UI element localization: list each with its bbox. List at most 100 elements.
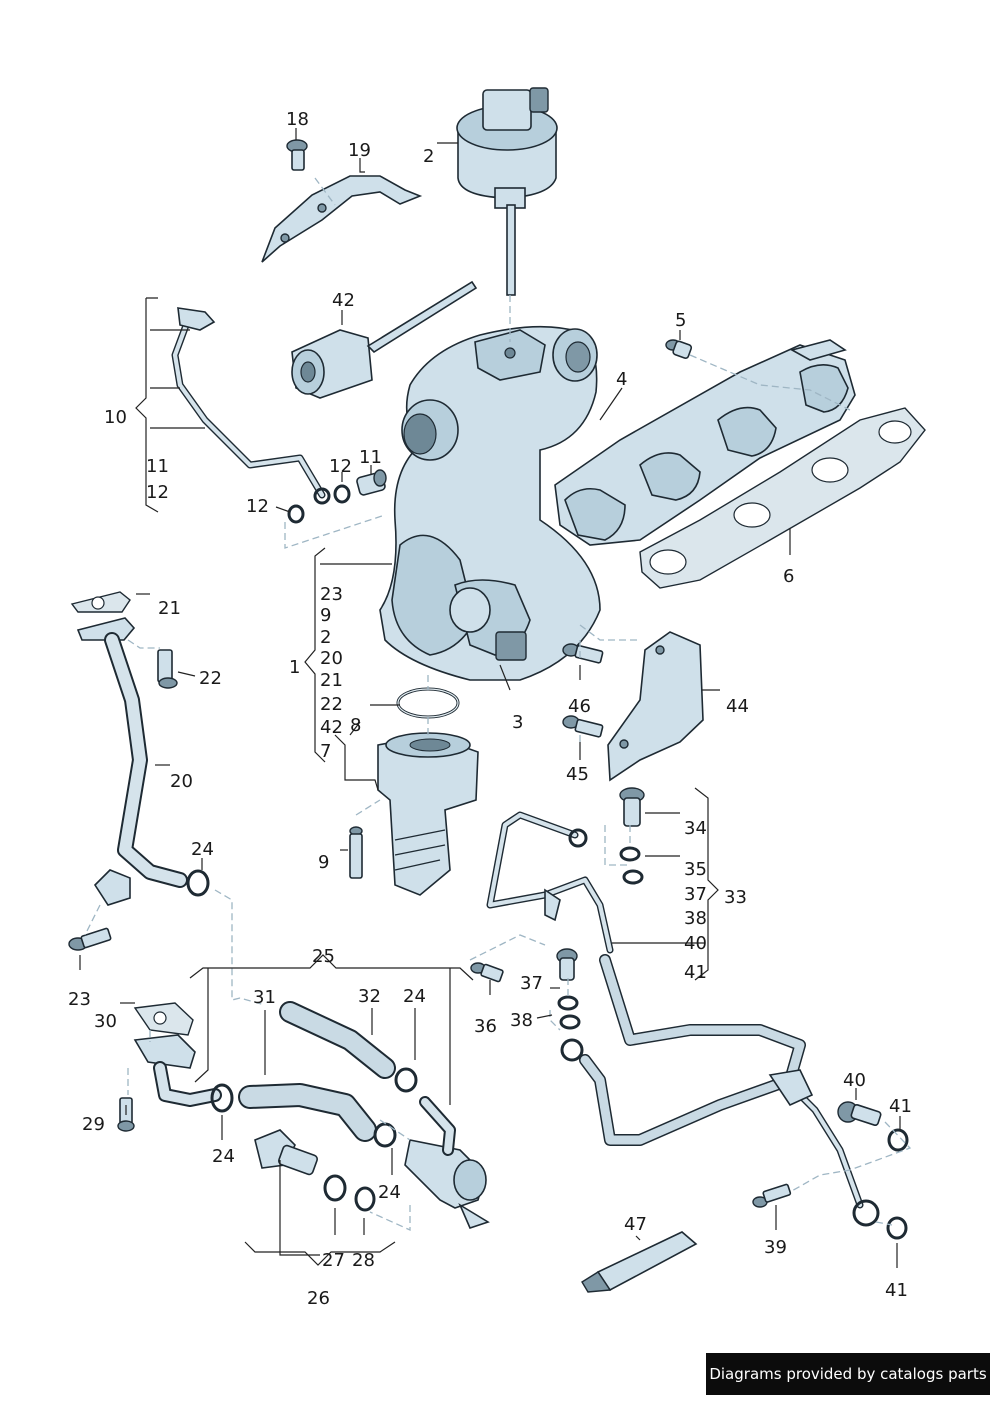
group-1-item-7: 7 (320, 741, 331, 762)
turbocharger-1 (379, 325, 601, 681)
label-4: 4 (616, 369, 627, 390)
label-41-upper: 41 (889, 1096, 912, 1117)
group-1-item-9: 9 (320, 605, 331, 626)
label-22: 22 (199, 668, 222, 689)
label-44: 44 (726, 696, 749, 717)
stud-5 (665, 339, 693, 360)
credit-banner: Diagrams provided by catalogs parts (706, 1353, 990, 1395)
label-30: 30 (94, 1011, 117, 1032)
seal-rings-38 (557, 995, 581, 1030)
label-41-lower: 41 (885, 1280, 908, 1301)
leader-lines (79, 128, 901, 1268)
label-26: 26 (307, 1288, 330, 1309)
label-24-top: 24 (191, 839, 214, 860)
label-10: 10 (104, 407, 127, 428)
coolant-pipe-flange (133, 1034, 222, 1107)
seal-rings-12 (287, 484, 351, 524)
manifold-gasket-6 (639, 407, 926, 589)
hose-31 (238, 1083, 377, 1142)
label-6: 6 (783, 566, 794, 587)
label-20: 20 (170, 771, 193, 792)
group-33-item-38: 38 (684, 908, 707, 929)
oil-line-10 (171, 307, 331, 505)
coolant-fitting (404, 1096, 490, 1229)
heat-shield-44 (607, 631, 704, 782)
bolt-39 (752, 1183, 792, 1208)
label-9: 9 (318, 852, 329, 873)
label-18: 18 (286, 109, 309, 130)
bolt-36 (470, 962, 504, 983)
bracket-19 (261, 175, 423, 263)
label-12-mid: 12 (329, 456, 352, 477)
seal-rings-35 (619, 846, 644, 885)
label-5: 5 (675, 310, 686, 331)
label-40: 40 (843, 1070, 866, 1091)
label-39: 39 (764, 1237, 787, 1258)
group-1-item-21: 21 (320, 670, 343, 691)
label-24-bottom-right: 24 (378, 1182, 401, 1203)
elbow-7 (377, 732, 479, 896)
flex-hose-assembly (560, 954, 880, 1227)
label-2: 2 (423, 146, 434, 167)
group-1-item-22: 22 (320, 694, 343, 715)
banjo-bolt-34 (619, 787, 645, 827)
label-24-bottom-left: 24 (212, 1146, 235, 1167)
seal-ring-41-lower (886, 1216, 908, 1240)
label-36: 36 (474, 1016, 497, 1037)
label-11-group: 11 (146, 456, 169, 477)
label-38: 38 (510, 1010, 533, 1031)
label-47: 47 (624, 1214, 647, 1235)
group-1-item-23: 23 (320, 584, 343, 605)
o-ring-8 (396, 687, 460, 719)
callout-labels: 18 19 2 42 5 4 10 11 12 12 11 12 6 21 22… (68, 109, 912, 1309)
bolt-9 (349, 826, 363, 879)
label-27: 27 (322, 1250, 345, 1271)
group-33-item-37: 37 (684, 884, 707, 905)
label-25: 25 (312, 946, 335, 967)
bolt-46 (562, 643, 604, 664)
bolt-22 (157, 649, 178, 689)
label-19: 19 (348, 140, 371, 161)
hose-32 (279, 1001, 396, 1079)
bolt-18 (286, 139, 308, 171)
gasket-21 (70, 591, 131, 613)
oil-return-pipe-20 (76, 617, 188, 906)
banjo-bolt-40 (837, 1101, 882, 1127)
label-11: 11 (359, 447, 382, 468)
clamp-24-top (186, 869, 210, 897)
group-1-item-20: 20 (320, 648, 343, 669)
label-32: 32 (358, 986, 381, 1007)
sealant-tube-47 (581, 1231, 698, 1293)
label-8: 8 (350, 715, 361, 736)
label-46: 46 (568, 696, 591, 717)
oil-line-33 (486, 811, 614, 954)
rod-42 (291, 280, 478, 399)
label-3: 3 (512, 712, 523, 733)
label-37: 37 (520, 973, 543, 994)
gasket-30 (133, 1002, 194, 1036)
group-33-item-40: 40 (684, 933, 707, 954)
label-29: 29 (82, 1114, 105, 1135)
seal-rings-27-28 (323, 1174, 376, 1212)
label-21: 21 (158, 598, 181, 619)
bolt-45 (562, 715, 604, 738)
label-23: 23 (68, 989, 91, 1010)
union-26 (254, 1129, 319, 1176)
label-34: 34 (684, 818, 707, 839)
exhaust-manifold-6 (554, 339, 856, 546)
group-1-item-2: 2 (320, 627, 331, 648)
label-24-right: 24 (403, 986, 426, 1007)
label-12-left: 12 (246, 496, 269, 517)
alignment-lines (84, 177, 912, 1232)
label-45: 45 (566, 764, 589, 785)
label-31: 31 (253, 987, 276, 1008)
actuator-2 (456, 87, 558, 296)
bolt-23 (68, 927, 112, 951)
seal-ring-41-upper (887, 1128, 909, 1152)
label-1: 1 (289, 657, 300, 678)
label-12-group: 12 (146, 482, 169, 503)
label-33: 33 (724, 887, 747, 908)
label-42: 42 (332, 290, 355, 311)
label-28: 28 (352, 1250, 375, 1271)
